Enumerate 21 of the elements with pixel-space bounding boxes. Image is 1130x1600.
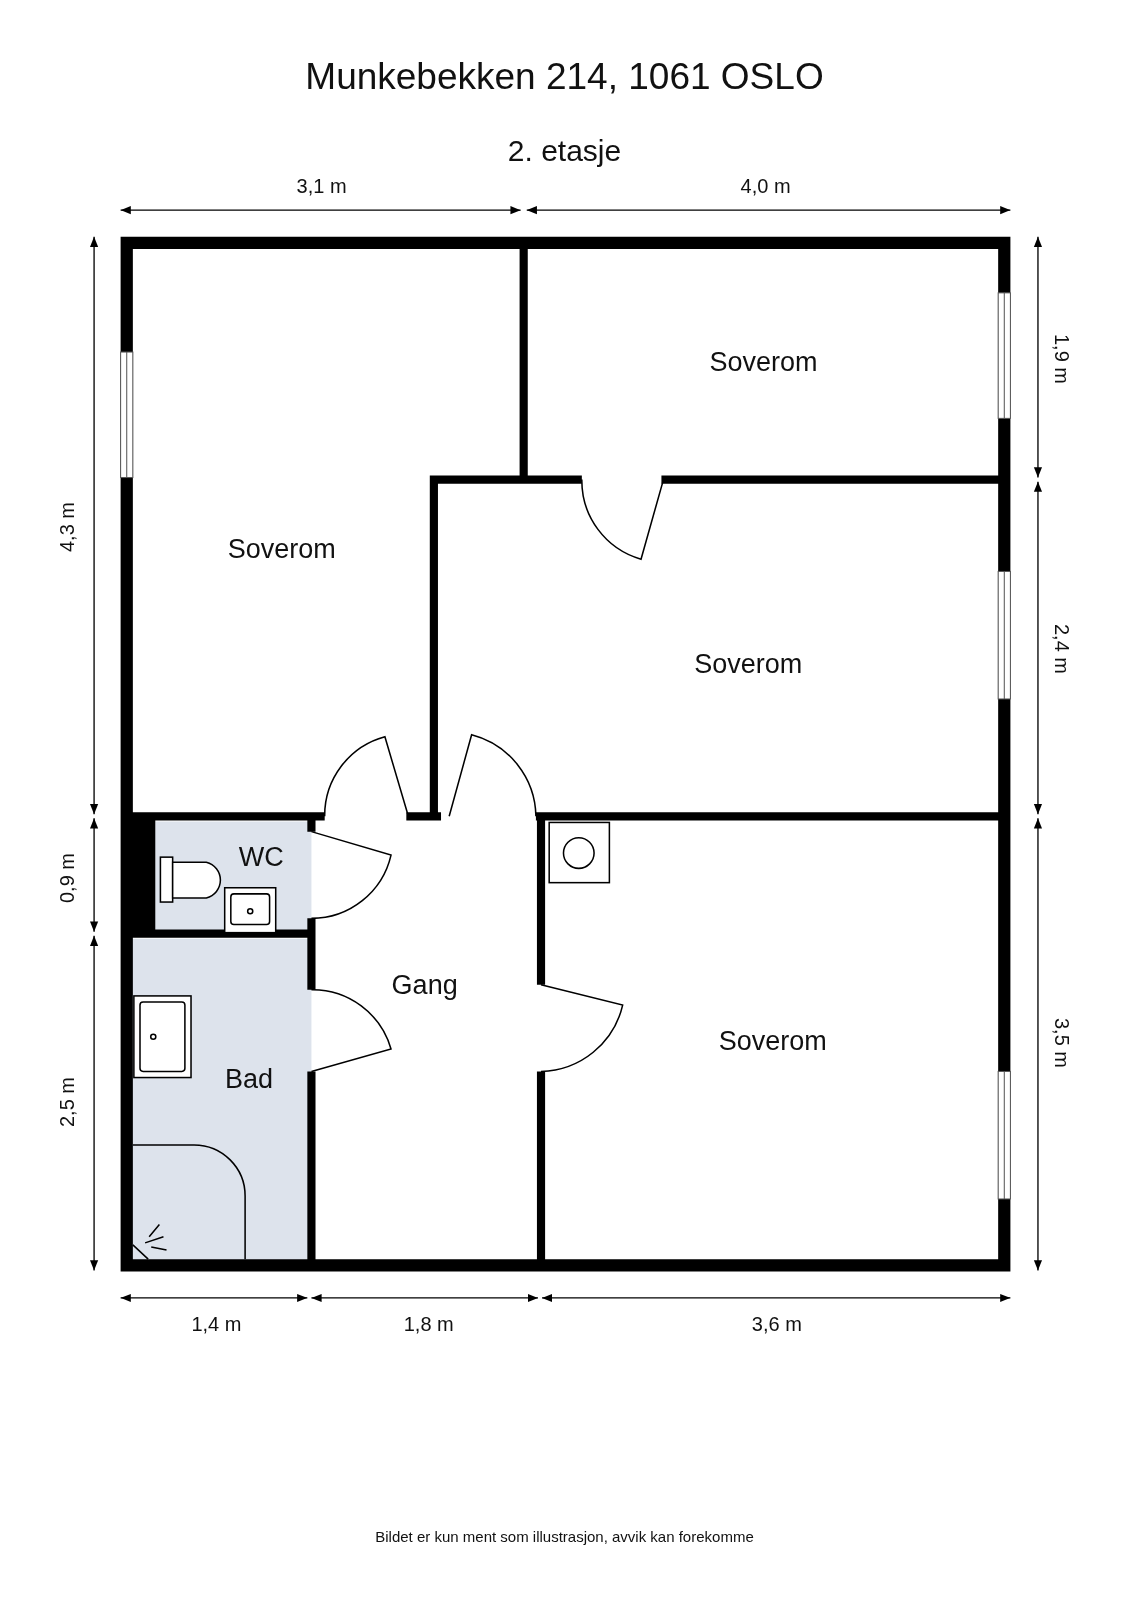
- dimension-label: 4,3 m: [57, 501, 78, 552]
- dimension-label: 1,8 m: [403, 1313, 454, 1334]
- dimension-label: 0,9 m: [57, 852, 78, 903]
- room-label: Soverom: [227, 535, 336, 563]
- dimension-label: 3,1 m: [296, 175, 347, 196]
- floor-label: 2. etasje: [507, 136, 622, 167]
- dimension-label: 3,5 m: [1051, 1018, 1072, 1069]
- dimension-label: 3,6 m: [751, 1313, 802, 1334]
- plan-title: Munkebekken 214, 1061 OSLO: [305, 57, 824, 95]
- room-label: WC: [238, 843, 284, 871]
- room-label: Soverom: [709, 348, 818, 376]
- dimension-label: 1,9 m: [1051, 334, 1072, 385]
- room-label: Soverom: [718, 1027, 827, 1055]
- room-label: Bad: [225, 1065, 274, 1093]
- dimension-label: 2,5 m: [57, 1077, 78, 1128]
- dimension-label: 2,4 m: [1051, 624, 1072, 675]
- room-label: Gang: [391, 971, 458, 999]
- room-label: Soverom: [694, 650, 803, 677]
- dimension-label: 1,4 m: [191, 1313, 242, 1334]
- dimension-label: 4,0 m: [740, 175, 791, 196]
- disclaimer-note: Bildet er kun ment som illustrasjon, avvik kan forekomme: [375, 1528, 754, 1544]
